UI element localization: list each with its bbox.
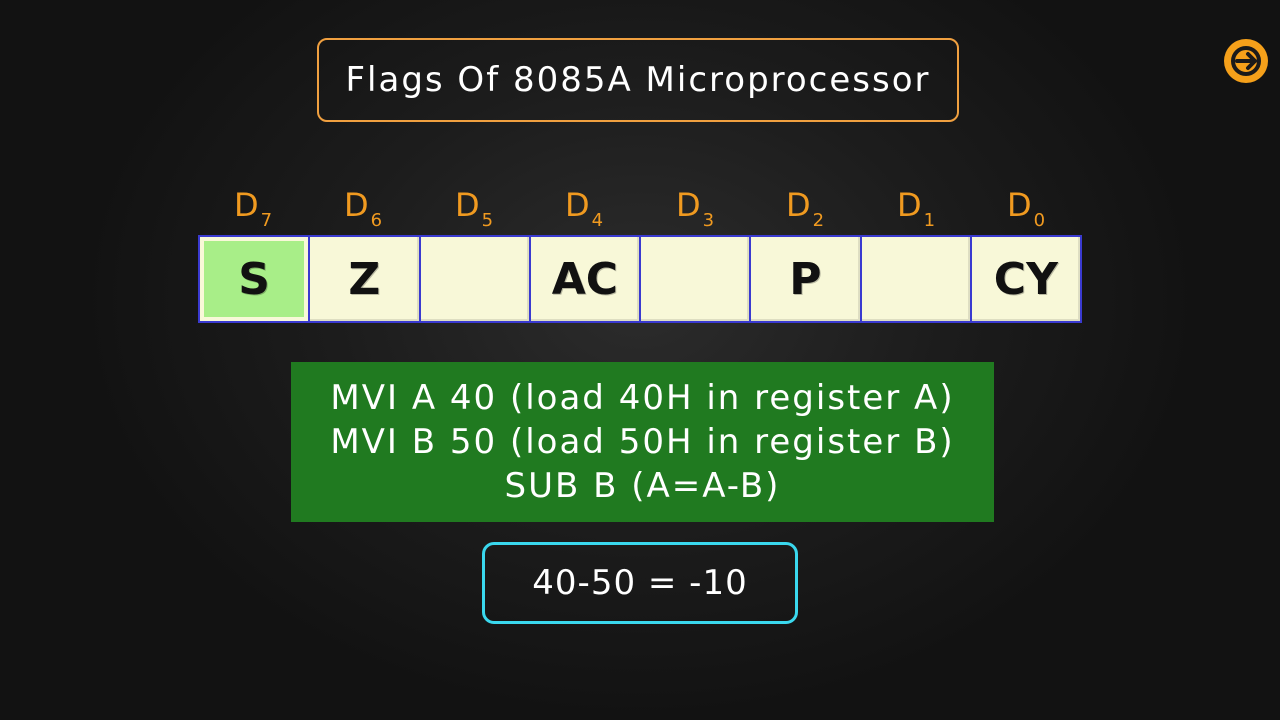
slide-title-text: Flags Of 8085A Microprocessor	[345, 60, 931, 100]
flag-cell-d5	[421, 237, 531, 321]
flag-cell-d3	[641, 237, 752, 321]
instruction-line: MVI A 40 (load 40H in register A)	[330, 378, 955, 418]
instruction-line: MVI B 50 (load 50H in register B)	[330, 422, 955, 462]
flag-cell-d4: AC	[531, 237, 641, 321]
result-text: 40-50 = -10	[532, 563, 748, 603]
flag-register: S Z AC P CY	[198, 235, 1082, 323]
instruction-box: MVI A 40 (load 40H in register A) MVI B …	[291, 362, 994, 522]
slide-title: Flags Of 8085A Microprocessor	[317, 38, 959, 122]
arrow-right-circle-icon[interactable]	[1222, 37, 1270, 85]
flag-cell-d0: CY	[972, 237, 1080, 321]
flag-cell-d6: Z	[310, 237, 421, 321]
result-box: 40-50 = -10	[482, 542, 798, 624]
flag-cell-d1	[862, 237, 972, 321]
flag-cell-d2: P	[751, 237, 862, 321]
instruction-line: SUB B (A=A-B)	[504, 466, 781, 506]
flag-cell-d7: S	[200, 237, 311, 321]
